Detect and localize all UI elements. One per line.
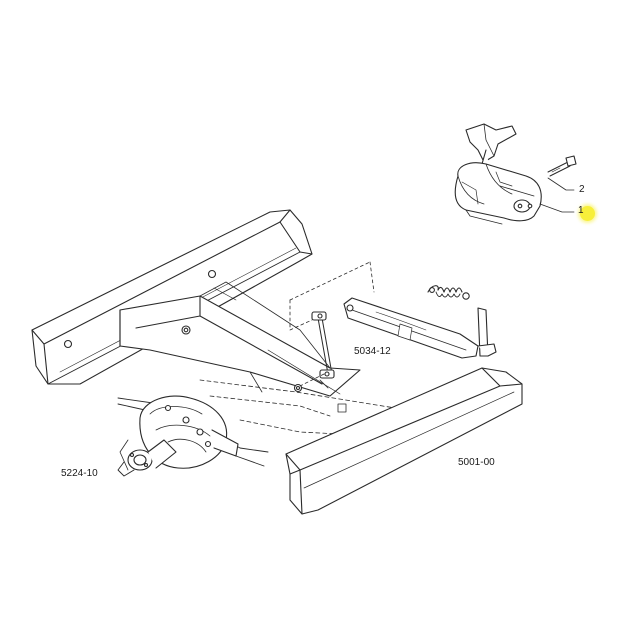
washer [293, 383, 303, 393]
callout-1-highlight[interactable] [580, 206, 595, 221]
return-spring [427, 285, 470, 300]
cross-member-bolt [183, 327, 189, 333]
cross-member [119, 281, 361, 397]
axle-reference-label: 5224-10 [61, 468, 98, 479]
callout-1[interactable]: 1 [578, 205, 584, 216]
bolt [547, 155, 577, 177]
frame-reference-label: 5001-00 [458, 457, 495, 468]
pinion-flange [127, 439, 177, 471]
linkage-reference-label: 5034-12 [354, 346, 391, 357]
callout-2: 2 [579, 184, 585, 195]
right-frame-rail [285, 367, 523, 515]
control-lever [343, 297, 497, 359]
rail-bolt [207, 269, 217, 279]
callout-leaders [539, 177, 575, 213]
valve-assembly [454, 123, 542, 225]
left-frame-rail [31, 209, 313, 385]
group-bracket [289, 261, 375, 331]
linkage-rod [293, 311, 335, 393]
rear-axle [117, 379, 421, 477]
rail-bolt [63, 339, 73, 349]
